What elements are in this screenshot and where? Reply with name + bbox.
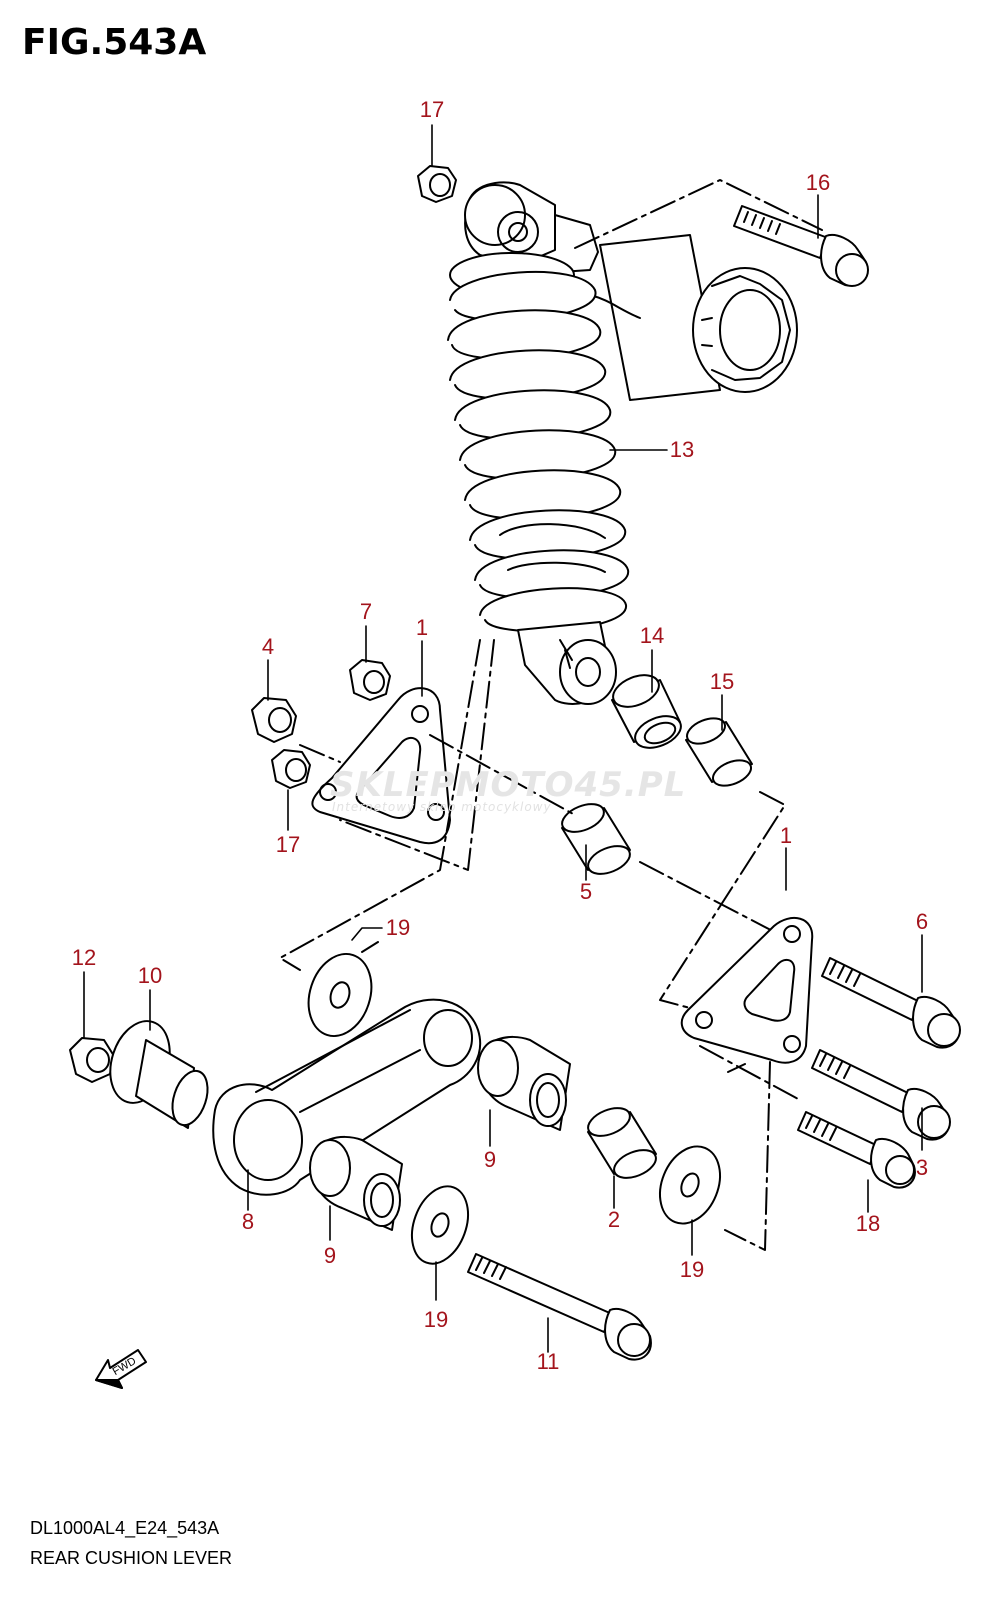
spacer-15 [685, 717, 753, 787]
callout-16: 16 [805, 170, 831, 195]
nut-12 [69, 1037, 115, 1083]
callout-15: 15 [709, 669, 735, 694]
bearing-9-upper [477, 1035, 571, 1131]
nut-4 [251, 697, 297, 743]
cushion-rod-8 [212, 998, 481, 1196]
fwd-arrow-icon [95, 1349, 147, 1389]
lever-plate-1-upper [311, 687, 451, 845]
watermark-tagline: Internetowy sklep motocyklowy [332, 800, 552, 814]
bearing-9-lower [309, 1135, 403, 1231]
callout-14: 14 [639, 623, 665, 648]
callout-19: 19 [423, 1307, 449, 1332]
bolt-16 [733, 205, 869, 287]
watermark: SKLEPMOTO45.PL [330, 765, 687, 805]
lever-plate-1-lower [680, 917, 814, 1064]
callout-4: 4 [261, 634, 275, 659]
figure-title: FIG.543A [22, 22, 207, 63]
callout-19: 19 [679, 1257, 705, 1282]
washer-19-lower [410, 1185, 470, 1265]
callout-13: 13 [669, 437, 695, 462]
callout-12: 12 [71, 945, 97, 970]
washer-19-right [659, 1145, 721, 1225]
bolt-11 [467, 1253, 652, 1361]
figure-name: REAR CUSHION LEVER [30, 1548, 233, 1568]
callout-6: 6 [915, 909, 929, 934]
bolt-6 [821, 957, 961, 1049]
bushing-14 [611, 674, 682, 749]
leader-lines [83, 124, 923, 1353]
figure-code: DL1000AL4_E24_543A [30, 1518, 220, 1538]
callout-18: 18 [855, 1211, 881, 1236]
nut-17-lower [271, 749, 311, 789]
collar-10 [109, 1020, 209, 1129]
spacer-5 [561, 803, 631, 875]
callout-8: 8 [241, 1209, 255, 1234]
callout-2: 2 [607, 1207, 621, 1232]
callout-5: 5 [579, 879, 593, 904]
callout-11: 11 [536, 1349, 560, 1374]
nut-7 [349, 659, 391, 701]
callout-7: 7 [359, 599, 373, 624]
callout-9: 9 [323, 1243, 337, 1268]
axis-line-14-15 [639, 791, 791, 1013]
callout-1: 1 [415, 615, 429, 640]
callout-17: 17 [275, 832, 301, 857]
nut-17-top [417, 165, 457, 203]
callout-10: 10 [137, 963, 163, 988]
bolt-3 [811, 1049, 951, 1141]
callout-1: 1 [779, 823, 793, 848]
bolt-18 [797, 1111, 916, 1189]
axis-line-lower-right [699, 1045, 801, 1251]
callout-17: 17 [419, 97, 445, 122]
axis-line-upper [279, 639, 576, 971]
axis-line-16 [574, 179, 823, 249]
spacer-2 [587, 1107, 657, 1179]
callout-9: 9 [483, 1147, 497, 1172]
washer-19-upper [307, 952, 373, 1038]
callout-3: 3 [915, 1155, 929, 1180]
callout-19: 19 [385, 915, 411, 940]
rear-shock-absorber [447, 181, 798, 705]
